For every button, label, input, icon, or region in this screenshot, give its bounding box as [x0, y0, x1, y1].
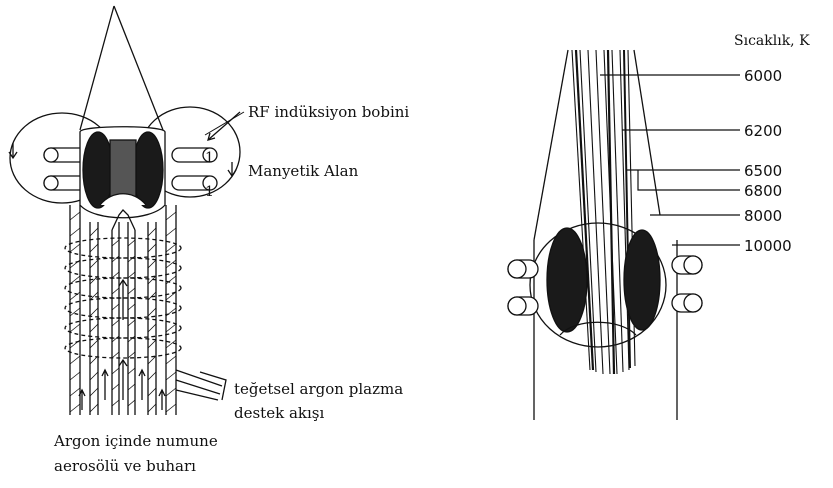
- tangential-flow-label-line2: destek akışı: [234, 404, 324, 422]
- tangential-flow-label-line1: teğetsel argon plazma: [234, 380, 403, 398]
- tangential-inlet-tube: [176, 370, 226, 400]
- magnetic-field-label: Manyetik Alan: [248, 162, 359, 180]
- right-figure-labels: Sıcaklık, K 6000 6200 6500 6800 8000 100…: [734, 33, 810, 255]
- support-cone: [80, 6, 163, 130]
- rf-coil-label: RF indüksiyon bobini: [248, 103, 409, 121]
- temperature-10000: 10000: [744, 237, 792, 255]
- svg-text:1: 1: [205, 184, 214, 200]
- temperature-6000: 6000: [744, 67, 782, 85]
- left-leader-lines: [205, 112, 244, 135]
- left-torch-figure: 1 1: [9, 6, 244, 415]
- torch-body-right: [530, 223, 666, 347]
- temperature-6200: 6200: [744, 122, 782, 140]
- plasma-channel-streaks: [572, 50, 635, 374]
- plasma-envelope: [534, 50, 677, 420]
- sample-aerosol-label-line2: aerosölü ve buharı: [54, 457, 196, 475]
- plasma-core-left-panel: [80, 127, 165, 218]
- svg-text:1: 1: [205, 150, 214, 166]
- temperature-axis-title: Sıcaklık, K: [734, 33, 810, 49]
- temperature-8000: 8000: [744, 207, 782, 225]
- sample-aerosol-label-line1: Argon içinde numune: [53, 432, 218, 450]
- temperature-6800: 6800: [744, 182, 782, 200]
- right-plasma-figure: [508, 50, 740, 420]
- temperature-6500: 6500: [744, 162, 782, 180]
